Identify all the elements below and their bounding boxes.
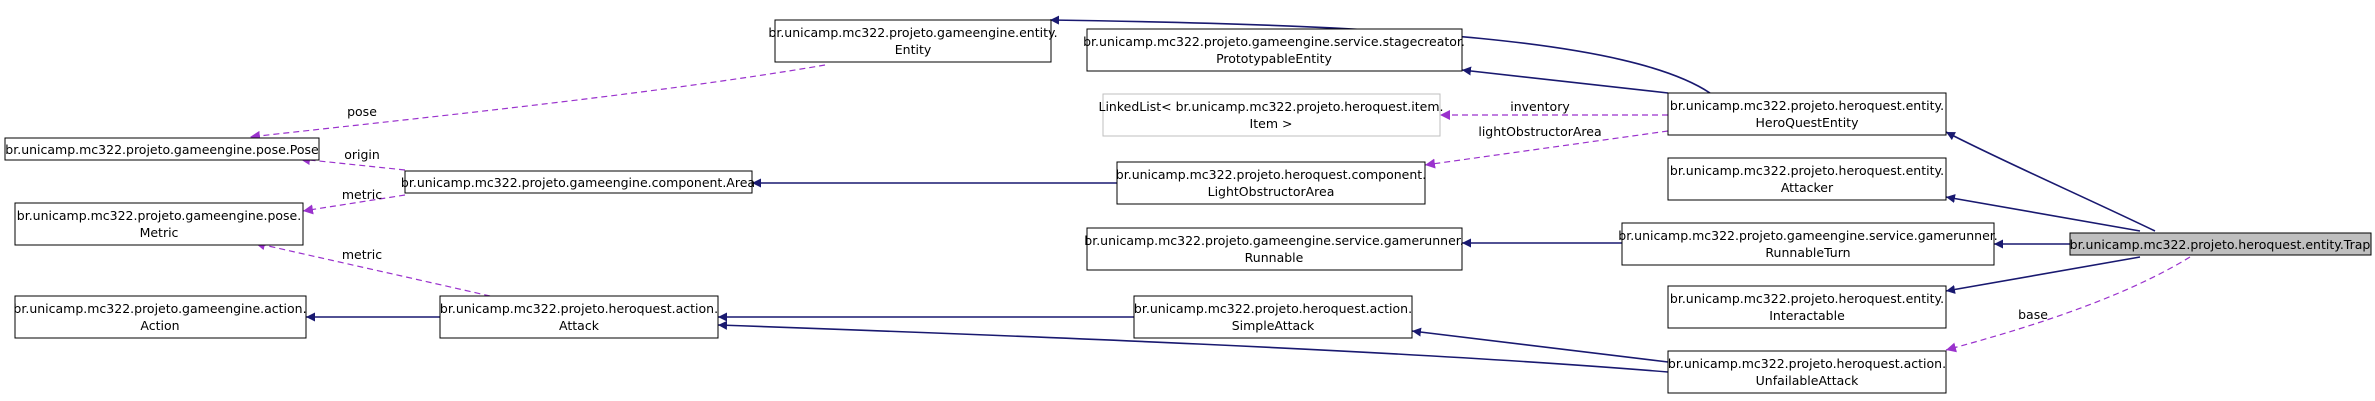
edge-labels: pose origin metric metric inventory ligh… [342, 99, 2048, 322]
edge-trap-to-attacker [1945, 194, 2141, 232]
node-linked-list-line-2: Item > [1250, 116, 1293, 131]
node-entity-line-1: br.unicamp.mc322.projeto.gameengine.enti… [768, 25, 1057, 40]
usage-edges [249, 64, 2191, 353]
node-runnable-turn[interactable]: br.unicamp.mc322.projeto.gameengine.serv… [1618, 222, 1998, 266]
edge-label-metric-area: metric [342, 187, 382, 202]
node-entity-line-2: Entity [895, 42, 932, 57]
edge-trap-to-unfailable-attack [1945, 256, 2191, 353]
node-unfailable-attack-line-1: br.unicamp.mc322.projeto.heroquest.actio… [1668, 356, 1946, 371]
edge-trap-to-interactable [1945, 256, 2141, 294]
node-light-obstructor-area-line-2: LightObstructorArea [1208, 184, 1335, 199]
node-metric-line-2: Metric [140, 225, 179, 240]
class-nodes: br.unicamp.mc322.projeto.gameengine.enti… [4, 19, 2372, 394]
edge-trap-to-hero-quest-entity [1945, 131, 2156, 232]
edge-unfailable-attack-to-simple-attack [1411, 327, 1669, 363]
node-prototypable-entity-line-1: br.unicamp.mc322.projeto.gameengine.serv… [1083, 34, 1465, 49]
edge-label-pose: pose [347, 104, 377, 119]
node-action-line-2: Action [140, 318, 179, 333]
edge-hero-quest-entity-to-entity [1049, 15, 1711, 94]
node-hero-quest-entity-line-1: br.unicamp.mc322.projeto.heroquest.entit… [1670, 98, 1944, 113]
node-runnable[interactable]: br.unicamp.mc322.projeto.gameengine.serv… [1084, 227, 1464, 271]
edge-area-to-pose [299, 155, 406, 171]
node-area-line-1: br.unicamp.mc322.projeto.gameengine.comp… [401, 175, 755, 190]
node-attack[interactable]: br.unicamp.mc322.projeto.heroquest.actio… [439, 295, 719, 339]
edge-attack-to-metric [254, 240, 491, 297]
node-trap-line-1: br.unicamp.mc322.projeto.heroquest.entit… [2070, 237, 2371, 252]
node-simple-attack-line-1: br.unicamp.mc322.projeto.heroquest.actio… [1134, 301, 1412, 316]
edge-label-origin: origin [344, 147, 380, 162]
edge-hero-quest-entity-to-prototypable-entity [1461, 66, 1669, 94]
node-runnable-turn-line-1: br.unicamp.mc322.projeto.gameengine.serv… [1618, 228, 1997, 243]
edge-hero-quest-entity-to-light-obstructor-area [1424, 130, 1669, 169]
node-runnable-line-2: Runnable [1245, 250, 1304, 265]
inheritance-edges [306, 15, 2156, 373]
node-prototypable-entity[interactable]: br.unicamp.mc322.projeto.gameengine.serv… [1083, 28, 1465, 72]
node-runnable-turn-line-2: RunnableTurn [1765, 245, 1850, 260]
edge-label-inventory: inventory [1510, 99, 1570, 114]
node-attack-line-2: Attack [559, 318, 600, 333]
node-attacker-line-2: Attacker [1781, 180, 1834, 195]
node-interactable-line-2: Interactable [1769, 308, 1845, 323]
node-attacker-line-1: br.unicamp.mc322.projeto.heroquest.entit… [1670, 163, 1944, 178]
node-pose-line-1: br.unicamp.mc322.projeto.gameengine.pose… [5, 142, 319, 157]
node-action-line-1: br.unicamp.mc322.projeto.gameengine.acti… [13, 301, 306, 316]
edge-area-to-metric [302, 194, 406, 215]
node-simple-attack-line-2: SimpleAttack [1232, 318, 1315, 333]
node-hero-quest-entity-line-2: HeroQuestEntity [1756, 115, 1860, 130]
node-metric-line-1: br.unicamp.mc322.projeto.gameengine.pose… [17, 208, 301, 223]
node-hero-quest-entity[interactable]: br.unicamp.mc322.projeto.heroquest.entit… [1667, 92, 1947, 136]
node-linked-list[interactable]: LinkedList< br.unicamp.mc322.projeto.her… [1099, 93, 1444, 137]
node-light-obstructor-area[interactable]: br.unicamp.mc322.projeto.heroquest.compo… [1116, 161, 1426, 205]
node-light-obstructor-area-line-1: br.unicamp.mc322.projeto.heroquest.compo… [1116, 167, 1426, 182]
node-linked-list-line-1: LinkedList< br.unicamp.mc322.projeto.her… [1099, 99, 1444, 114]
node-interactable[interactable]: br.unicamp.mc322.projeto.heroquest.entit… [1667, 285, 1947, 329]
node-interactable-line-1: br.unicamp.mc322.projeto.heroquest.entit… [1670, 291, 1944, 306]
edge-entity-to-pose [249, 64, 826, 141]
node-pose[interactable]: br.unicamp.mc322.projeto.gameengine.pose… [4, 137, 320, 161]
node-prototypable-entity-line-2: PrototypableEntity [1216, 51, 1332, 66]
node-unfailable-attack-line-2: UnfailableAttack [1756, 373, 1860, 388]
node-runnable-line-1: br.unicamp.mc322.projeto.gameengine.serv… [1084, 233, 1463, 248]
node-simple-attack[interactable]: br.unicamp.mc322.projeto.heroquest.actio… [1133, 295, 1413, 339]
edge-label-base: base [2018, 307, 2048, 322]
node-attack-line-1: br.unicamp.mc322.projeto.heroquest.actio… [440, 301, 718, 316]
edge-unfailable-attack-to-attack [717, 320, 1669, 373]
edge-label-light-obstructor-area: lightObstructorArea [1478, 124, 1601, 139]
node-entity[interactable]: br.unicamp.mc322.projeto.gameengine.enti… [768, 19, 1058, 63]
node-area[interactable]: br.unicamp.mc322.projeto.gameengine.comp… [401, 170, 755, 194]
node-trap[interactable]: br.unicamp.mc322.projeto.heroquest.entit… [2069, 232, 2372, 256]
edge-label-metric-attack: metric [342, 247, 382, 262]
node-metric[interactable]: br.unicamp.mc322.projeto.gameengine.pose… [14, 202, 304, 246]
node-unfailable-attack[interactable]: br.unicamp.mc322.projeto.heroquest.actio… [1667, 350, 1947, 394]
node-action[interactable]: br.unicamp.mc322.projeto.gameengine.acti… [13, 295, 307, 339]
node-attacker[interactable]: br.unicamp.mc322.projeto.heroquest.entit… [1667, 157, 1947, 201]
